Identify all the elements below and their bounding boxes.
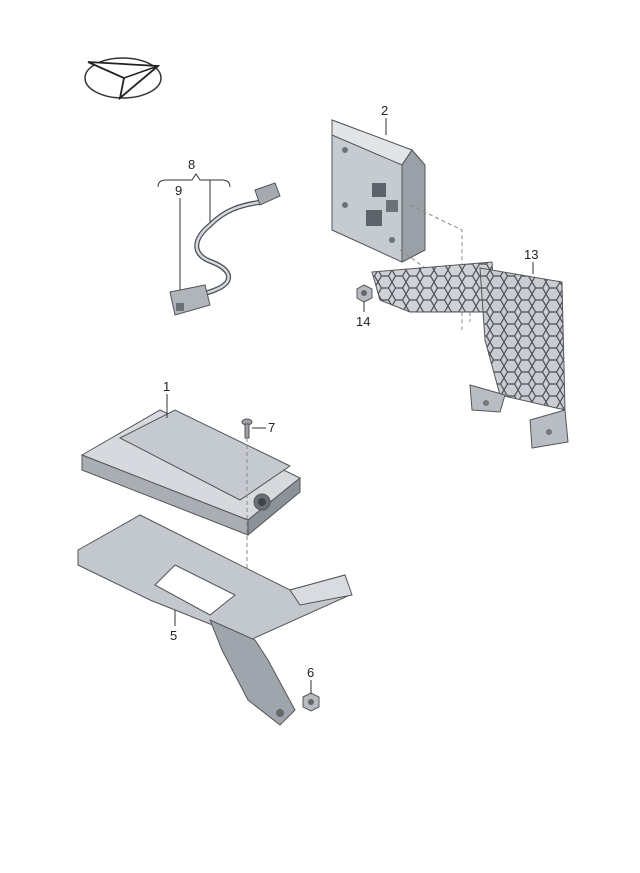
part-5-lower-bracket (77, 514, 353, 726)
callout-5: 5 (170, 628, 177, 643)
part-1-main-unit (80, 409, 301, 537)
part-7-screw (241, 418, 253, 439)
part-6-nut (302, 692, 320, 712)
part-9-cable-harness (169, 182, 281, 316)
part-13-honeycomb-bracket (371, 261, 569, 449)
part-14-nut (356, 284, 373, 303)
leader-8 (157, 173, 231, 188)
callout-7: 7 (268, 420, 275, 435)
callout-9: 9 (175, 183, 182, 198)
part-2-control-unit (331, 119, 426, 263)
callout-1: 1 (163, 379, 170, 394)
callout-2: 2 (381, 103, 388, 118)
callout-8: 8 (188, 157, 195, 172)
callout-14: 14 (356, 314, 370, 329)
callout-6: 6 (307, 665, 314, 680)
callout-13: 13 (524, 247, 538, 262)
paper-plane-direction-icon (84, 57, 162, 101)
